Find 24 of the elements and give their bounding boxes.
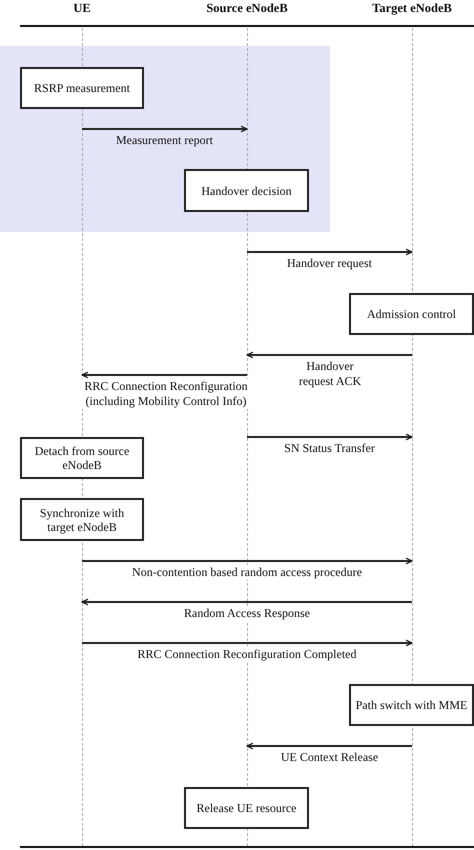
participant-label: UE bbox=[73, 1, 91, 16]
process-box: Detach from source eNodeB bbox=[20, 437, 144, 479]
process-box: Handover decision bbox=[184, 169, 309, 212]
message-arrow bbox=[82, 640, 413, 646]
message-arrow bbox=[81, 598, 412, 606]
participant-label: Target eNodeB bbox=[372, 1, 452, 16]
message-arrow bbox=[82, 126, 248, 132]
edge-label: Non-contention based random access procedure bbox=[130, 565, 364, 580]
process-box: Release UE resource bbox=[184, 787, 309, 829]
edge-label: Handover request bbox=[285, 256, 374, 271]
message-arrow bbox=[246, 742, 412, 750]
process-box: Path switch with MME bbox=[349, 684, 474, 726]
message-arrow bbox=[247, 248, 413, 256]
participant-label: Source eNodeB bbox=[206, 1, 288, 16]
process-box: Admission control bbox=[349, 293, 474, 335]
process-box: Synchronize with target eNodeB bbox=[20, 498, 144, 541]
edge-label: RRC Connection Reconfiguration Completed bbox=[136, 647, 358, 662]
message-arrow bbox=[82, 558, 413, 564]
message-arrow bbox=[81, 372, 247, 378]
edge-label: Measurement report bbox=[114, 133, 215, 148]
process-box: RSRP measurement bbox=[20, 67, 144, 109]
edge-label: Random Access Response bbox=[182, 606, 312, 621]
message-arrow bbox=[247, 434, 413, 440]
message-arrow bbox=[246, 352, 412, 358]
